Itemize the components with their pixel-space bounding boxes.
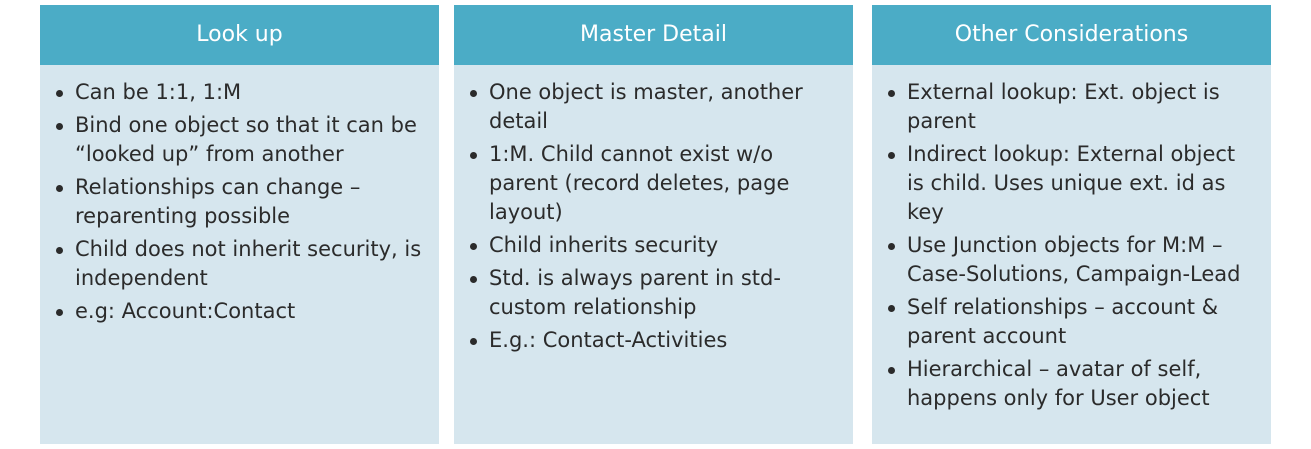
list-item-text: Indirect lookup: External object is chil… bbox=[907, 142, 1236, 224]
bullet-icon bbox=[56, 90, 63, 97]
column-header: Other Considerations bbox=[872, 5, 1271, 65]
list-item: 1:M. Child cannot exist w/o parent (reco… bbox=[468, 140, 839, 227]
bullet-icon bbox=[56, 185, 63, 192]
bullet-icon bbox=[470, 152, 477, 159]
list-item-text: Child inherits security bbox=[489, 233, 719, 257]
bullet-icon bbox=[56, 123, 63, 130]
column-other-considerations: Other Considerations External lookup: Ex… bbox=[872, 5, 1271, 444]
bullet-list: Can be 1:1, 1:M Bind one object so that … bbox=[40, 65, 439, 326]
list-item: Can be 1:1, 1:M bbox=[54, 78, 425, 107]
column-header: Master Detail bbox=[454, 5, 853, 65]
bullet-icon bbox=[888, 90, 895, 97]
bullet-list: One object is master, another detail 1:M… bbox=[454, 65, 853, 355]
list-item: Hierarchical – avatar of self, happens o… bbox=[886, 355, 1257, 413]
list-item: Child does not inherit security, is inde… bbox=[54, 235, 425, 293]
list-item: External lookup: Ext. object is parent bbox=[886, 78, 1257, 136]
column-header: Look up bbox=[40, 5, 439, 65]
list-item: Use Junction objects for M:M – Case-Solu… bbox=[886, 231, 1257, 289]
bullet-icon bbox=[888, 367, 895, 374]
list-item-text: Bind one object so that it can be “looke… bbox=[75, 113, 417, 166]
list-item: Relationships can change – reparenting p… bbox=[54, 173, 425, 231]
list-item: Self relationships – account & parent ac… bbox=[886, 293, 1257, 351]
list-item-text: Child does not inherit security, is inde… bbox=[75, 237, 422, 290]
column-look-up: Look up Can be 1:1, 1:M Bind one object … bbox=[40, 5, 439, 444]
bullet-icon bbox=[56, 309, 63, 316]
list-item-text: Hierarchical – avatar of self, happens o… bbox=[907, 357, 1210, 410]
list-item-text: Self relationships – account & parent ac… bbox=[907, 295, 1219, 348]
list-item-text: Std. is always parent in std-custom rela… bbox=[489, 266, 781, 319]
list-item-text: Can be 1:1, 1:M bbox=[75, 80, 242, 104]
bullet-icon bbox=[888, 152, 895, 159]
bullet-list: External lookup: Ext. object is parent I… bbox=[872, 65, 1271, 413]
bullet-icon bbox=[888, 305, 895, 312]
list-item: Std. is always parent in std-custom rela… bbox=[468, 264, 839, 322]
list-item-text: Relationships can change – reparenting p… bbox=[75, 175, 361, 228]
bullet-icon bbox=[470, 276, 477, 283]
bullet-icon bbox=[56, 247, 63, 254]
list-item-text: e.g: Account:Contact bbox=[75, 299, 296, 323]
column-master-detail: Master Detail One object is master, anot… bbox=[454, 5, 853, 444]
list-item: Indirect lookup: External object is chil… bbox=[886, 140, 1257, 227]
list-item-text: Use Junction objects for M:M – Case-Solu… bbox=[907, 233, 1241, 286]
bullet-icon bbox=[470, 90, 477, 97]
bullet-icon bbox=[470, 338, 477, 345]
list-item-text: External lookup: Ext. object is parent bbox=[907, 80, 1220, 133]
list-item-text: E.g.: Contact-Activities bbox=[489, 328, 728, 352]
list-item: Child inherits security bbox=[468, 231, 839, 260]
list-item: Bind one object so that it can be “looke… bbox=[54, 111, 425, 169]
list-item-text: One object is master, another detail bbox=[489, 80, 803, 133]
bullet-icon bbox=[470, 243, 477, 250]
list-item: E.g.: Contact-Activities bbox=[468, 326, 839, 355]
bullet-icon bbox=[888, 243, 895, 250]
list-item: e.g: Account:Contact bbox=[54, 297, 425, 326]
list-item-text: 1:M. Child cannot exist w/o parent (reco… bbox=[489, 142, 790, 224]
list-item: One object is master, another detail bbox=[468, 78, 839, 136]
